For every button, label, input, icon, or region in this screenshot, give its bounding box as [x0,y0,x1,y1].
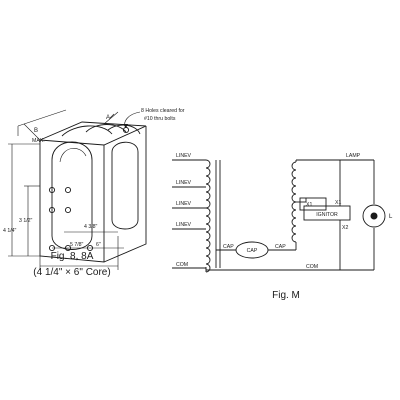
x1-label-left: X1 [306,202,312,208]
cap-label-right: CAP [275,244,286,250]
core-front-face [39,140,105,263]
core-top-face [39,121,147,146]
callout-arrow [123,124,128,128]
coil-body [51,141,93,250]
secondary-winding [291,161,297,243]
line-label-4: LINEV [176,222,192,228]
fig-m-caption: Fig. M [272,290,300,301]
coil-highlight [59,148,87,163]
x1-label-right: X1 [335,200,341,206]
mount-hole [64,206,72,214]
ignitor-label: IGNITOR [316,212,338,218]
dim-length-inner-text: 4 3/8" [84,224,98,230]
cap-label-center: CAP [247,248,258,254]
line-label-1: LINEV [176,153,192,159]
core-side-face [103,126,147,263]
dim-a-tick [109,113,115,119]
lamp-center-dot [370,212,378,220]
label-b: B [34,128,38,134]
ignitor-box [303,205,351,221]
fig-caption-line2: (4 1/4" × 6" Core) [33,267,110,278]
line-label-3: LINEV [176,201,192,207]
lamp-label: LAMP [346,153,361,159]
dim-a-line [103,111,119,125]
lamp-symbol-label: L [389,214,393,220]
dim-length-outer-text: 5 7/8" [70,242,84,248]
cap-label-left: CAP [223,244,234,250]
com-label-left: COM [176,262,188,268]
label-max: MAX. [32,138,45,144]
dim-height-outer-text: 4 1/4" [3,228,17,234]
callout-holes-text: 8 Holes cleared for [141,108,185,114]
x1-terminal-box [299,197,327,211]
line-label-2: LINEV [176,180,192,186]
x2-label: X2 [342,225,348,231]
coil-side-body [111,141,139,230]
primary-winding [205,159,211,273]
wiring-schematic: LINEV LINEV LINEV LINEV CAP CAP CAP COM … [172,153,393,301]
mount-hole [64,186,72,194]
mount-hole [48,186,56,194]
coil-top-curve-1 [61,125,113,137]
dim-b-diag [23,123,41,141]
dim-height-inner-text: 3 1/2" [19,218,33,224]
callout-bolts-text: #10 thru bolts [144,116,176,122]
label-a: A [106,115,110,121]
mount-hole [48,206,56,214]
com-label-right: COM [306,264,318,270]
ballast-core-drawing: 8 Holes cleared for #10 thru bolts B MAX… [3,108,185,278]
lamp-symbol [362,204,386,228]
dim-b-line [17,109,67,127]
dim-length-core-text: 6" [96,242,101,248]
fig-caption-line1: Fig. 8, 8A [51,251,94,262]
